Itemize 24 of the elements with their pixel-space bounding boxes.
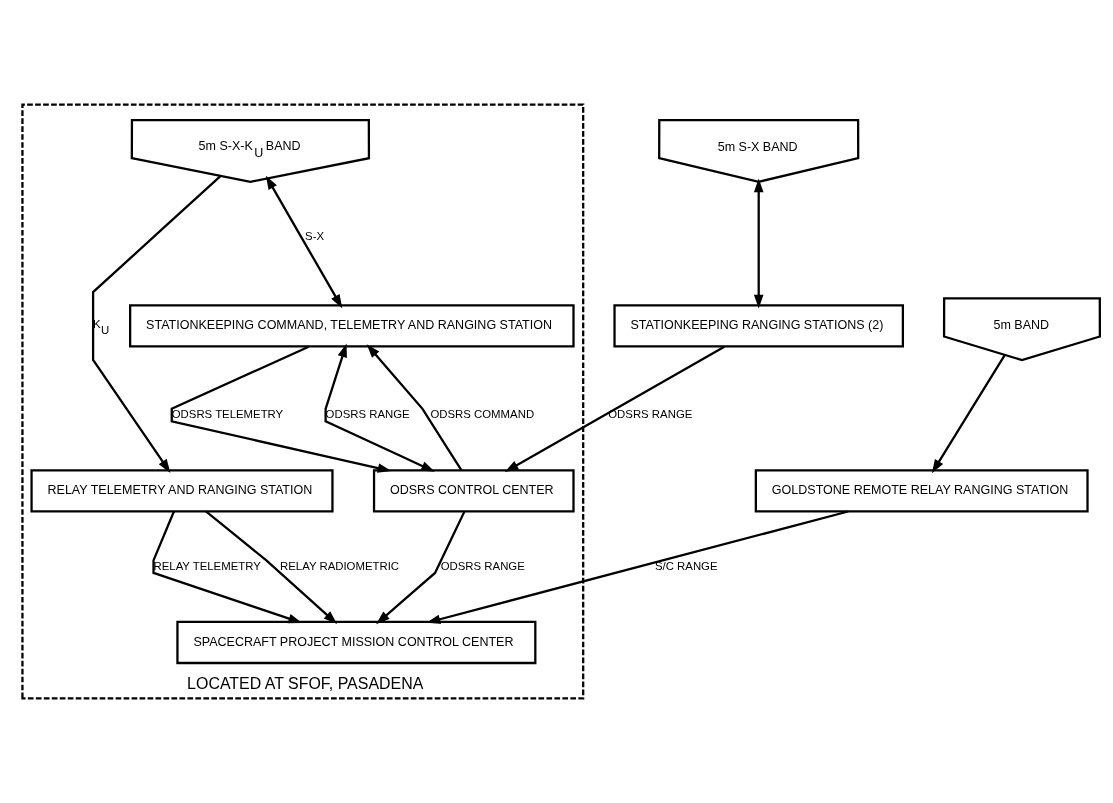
edge-label: RELAY RADIOMETRIC [280, 559, 400, 572]
arrow [931, 354, 1006, 474]
edge-label: S/C RANGE [654, 559, 718, 572]
arrow [753, 178, 764, 309]
edge-label: S-X [305, 229, 325, 242]
arrow [91, 175, 222, 473]
node-box: SPACECRAFT PROJECT MISSION CONTROL CENTER [176, 620, 537, 665]
node-box: GOLDSTONE REMOTE RELAY RANGING STATION [754, 469, 1089, 513]
edge-label: ODSRS RANGE [440, 559, 525, 572]
node-box: RELAY TELEMETRY AND RANGING STATION [30, 469, 334, 513]
node-box: ODSRS CONTROL CENTER [372, 469, 575, 513]
edge-label: ODSRS RANGE [608, 407, 693, 420]
arrow [504, 345, 725, 473]
arrow [152, 511, 303, 624]
edge-label: ODSRS COMMAND [430, 407, 535, 420]
arrow [324, 343, 435, 472]
arrow [265, 175, 343, 309]
arrow [170, 345, 392, 473]
arrow [366, 344, 463, 471]
arrow [426, 510, 849, 624]
node-box: STATIONKEEPING RANGING STATIONS (2) [613, 304, 904, 348]
node-box: STATIONKEEPING COMMAND, TELEMETRY AND RANGING STATION [129, 304, 575, 348]
arrow [376, 511, 466, 625]
arrow [205, 510, 338, 625]
